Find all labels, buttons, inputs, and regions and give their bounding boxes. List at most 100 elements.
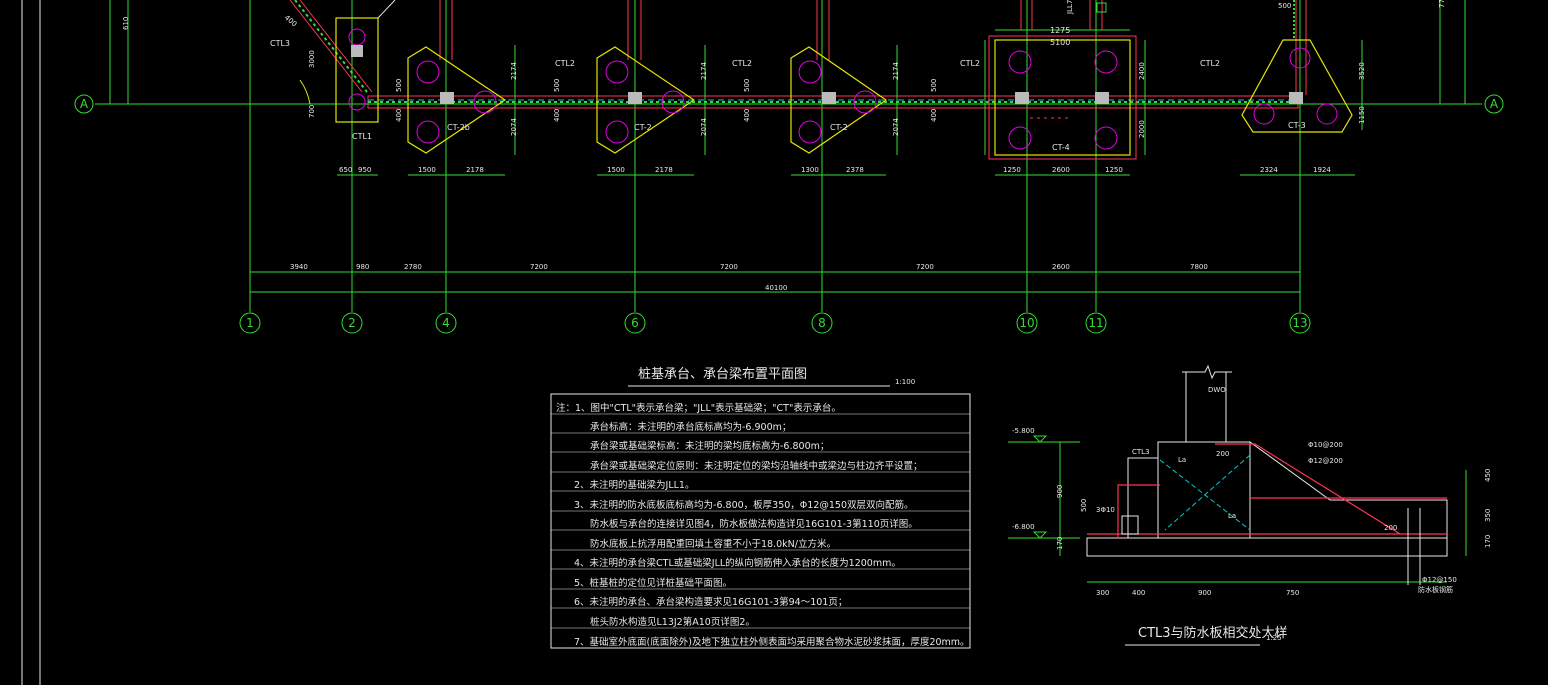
label-ct2-b: CT-2 [830,123,848,132]
dim-1500-b: 1500 [607,166,625,174]
dim-3000: 3000 [308,50,316,68]
note-9: 5、桩基桩的定位见详桩基础平面图。 [574,577,732,589]
dim-650: 650 [339,166,352,174]
plan-scale: 1:100 [895,378,915,386]
dim-2378: 2378 [846,166,864,174]
span-4: 7200 [530,263,548,271]
span-7: 2600 [1052,263,1070,271]
marker-square [1096,2,1107,13]
detail-900v: 900 [1056,485,1064,498]
axis-8: 8 [818,316,826,330]
detail-rebar1: Φ10@200 [1308,441,1343,449]
detail-b400: 400 [1132,589,1145,597]
label-ctl2-d: CTL2 [1200,59,1220,68]
span-total: 40100 [765,284,787,292]
dim-2074-b: 2074 [700,118,708,136]
plan-labels: CTL3 CTL1 CT-2b CT-2 CT-2 CT-4 CT-3 CTL2… [270,0,1306,152]
cap-ct2-a [596,46,696,154]
dim-2178-a: 2178 [466,166,484,174]
note-12: 7、基础室外底面(底面除外)及地下独立柱外侧表面均采用聚合物水泥砂浆抹面，厚度2… [574,636,970,648]
dim-700: 700 [308,105,316,118]
label-ctl3: CTL3 [270,39,290,48]
detail-200-a: 200 [1216,450,1229,458]
dim-500-d: 500 [930,79,938,92]
detail-rebar2: Φ12@200 [1308,457,1343,465]
dim-400-c: 400 [743,109,751,122]
dim-1275: 1275 [1050,26,1070,35]
dim-2000: 2000 [1138,120,1146,138]
detail-b300: 300 [1096,589,1109,597]
dim-400-b: 400 [553,109,561,122]
note-10: 6、未注明的承台、承台梁构造要求见16G101-3第94～101页； [574,596,847,608]
notes-table: 注：1、图中"CTL"表示承台梁；"JLL"表示基础梁；"CT"表示承台。 承台… [550,393,971,649]
dim-2600: 2600 [1052,166,1070,174]
plan-title: 桩基承台、承台梁布置平面图 [638,367,807,382]
cap-ct2b [407,46,507,154]
axis-1: 1 [246,316,254,330]
axis-4: 4 [442,316,450,330]
axis-6: 6 [631,316,639,330]
cap-ctl1 [335,0,396,123]
note-5: 3、未注明的防水底板底标高均为-6.800，板厚350，Φ12@150双层双向配… [574,499,914,511]
detail-170v: 170 [1056,537,1064,550]
dim-3520: 3520 [1358,62,1366,80]
label-ctl1: CTL1 [352,132,372,141]
span-3: 2780 [404,263,422,271]
label-ctl2-b: CTL2 [732,59,752,68]
detail-170r: 170 [1484,535,1492,548]
note-4: 2、未注明的基础梁为JLL1。 [574,479,694,491]
dim-500-a: 500 [395,79,403,92]
detail-450: 450 [1484,469,1492,482]
detail-level-1: -5.800 [1012,427,1035,435]
axis-a-left: A [80,97,89,111]
label-ct3: CT-3 [1288,121,1306,130]
note-1: 承台标高：未注明的承台底标高均为-6.900m； [590,421,791,433]
detail-ctl3: CTL3 [1132,448,1150,456]
dim-400-diag: 400 [283,14,298,29]
dim-2074-a: 2074 [510,118,518,136]
axis-grid-lines [95,0,1482,312]
detail-b900: 900 [1198,589,1211,597]
cap-ct3 [1241,0,1353,133]
label-ctl2-c: CTL2 [960,59,980,68]
drawing-frame [21,0,41,685]
label-ct2-a: CT-2 [634,123,652,132]
note-3: 承台梁或基础梁定位原则：未注明定位的梁均沿轴线中或梁边与柱边齐平设置； [590,460,923,472]
note-11: 桩头防水构造见L13J2第A10页详图2。 [590,616,755,628]
axis-a-right: A [1490,97,1499,111]
detail-la-1: La [1178,456,1186,464]
dim-1250-b: 1250 [1105,166,1123,174]
detail-200-b: 200 [1384,524,1397,532]
detail-dwo: DWO [1208,386,1226,394]
label-ctl2-a: CTL2 [555,59,575,68]
axis-bubbles [74,94,1504,334]
note-6: 防水板与承台的连接详见图4，防水板做法构造详见16G101-3第110页详图。 [590,518,918,530]
dim-5100: 5100 [1050,38,1070,47]
label-jll: JLL7 [1066,0,1074,15]
span-2: 980 [356,263,369,271]
column-lines [439,0,1307,95]
dim-770: 770 [1438,0,1446,8]
dim-2174-a: 2174 [510,62,518,80]
dim-1924: 1924 [1313,166,1331,174]
axis-10: 10 [1019,316,1034,330]
dim-2174-b: 2174 [700,62,708,80]
detail-phi10: 3Φ10 [1096,506,1115,514]
axis-13: 13 [1292,316,1307,330]
dim-400-d: 400 [930,109,938,122]
detail-rebar3b: 防水板钢筋 [1418,585,1453,594]
detail-title: CTL3与防水板相交处大样 [1138,625,1288,641]
detail-rebar3: Φ12@150 [1422,576,1457,584]
dimension-lines [250,29,1363,293]
detail-la-2: La [1228,512,1236,520]
detail-500v: 500 [1080,499,1088,512]
dim-1300: 1300 [801,166,819,174]
detail-scale: 1:25 [1266,634,1282,642]
cap-ct4 [988,35,1137,160]
span-8: 7800 [1190,263,1208,271]
note-2: 承台梁或基础梁标高：未注明的梁均底标高为-6.800m； [590,440,829,452]
dim-500-c: 500 [743,79,751,92]
axis-labels: A A 1 2 4 6 8 10 11 13 [80,97,1499,330]
dim-2074-c: 2074 [892,118,900,136]
